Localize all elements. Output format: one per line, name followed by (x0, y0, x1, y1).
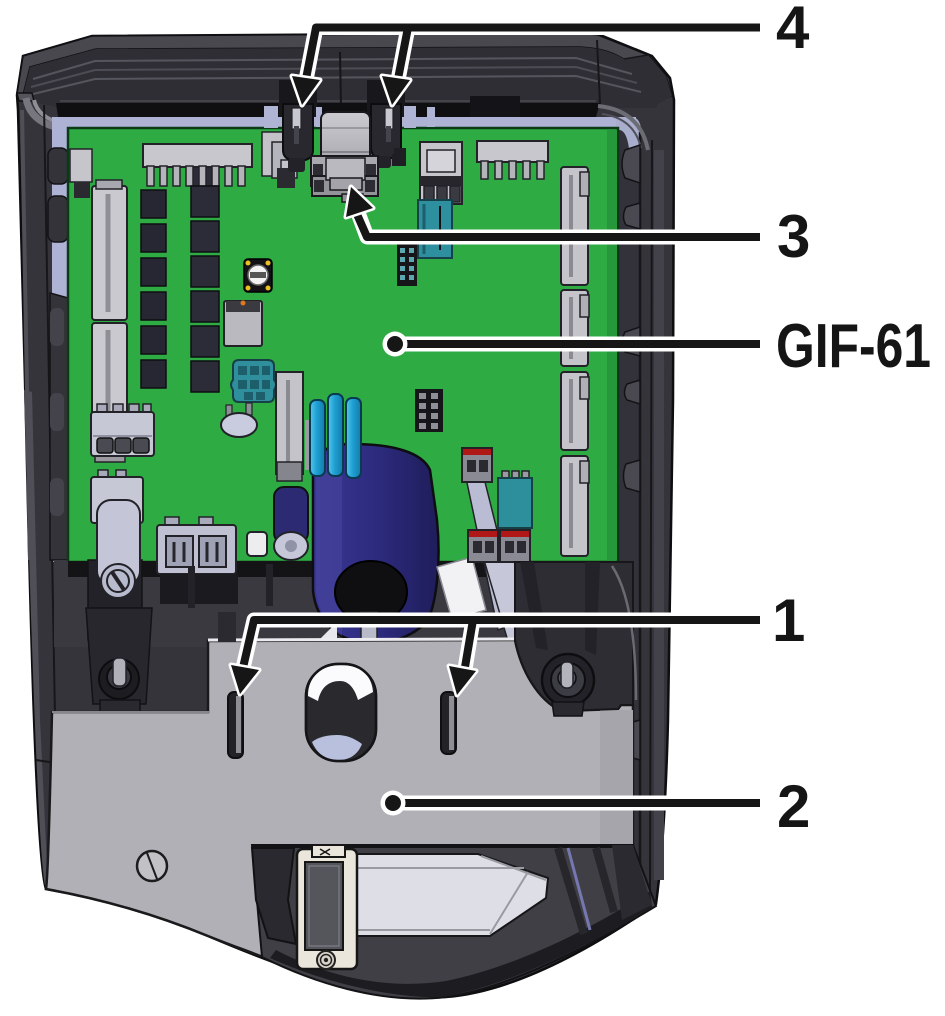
svg-text:GIF-61: GIF-61 (776, 312, 931, 381)
svg-text:2: 2 (777, 773, 810, 840)
svg-text:1: 1 (772, 587, 805, 654)
svg-text:4: 4 (776, 0, 810, 61)
svg-text:3: 3 (777, 203, 810, 270)
